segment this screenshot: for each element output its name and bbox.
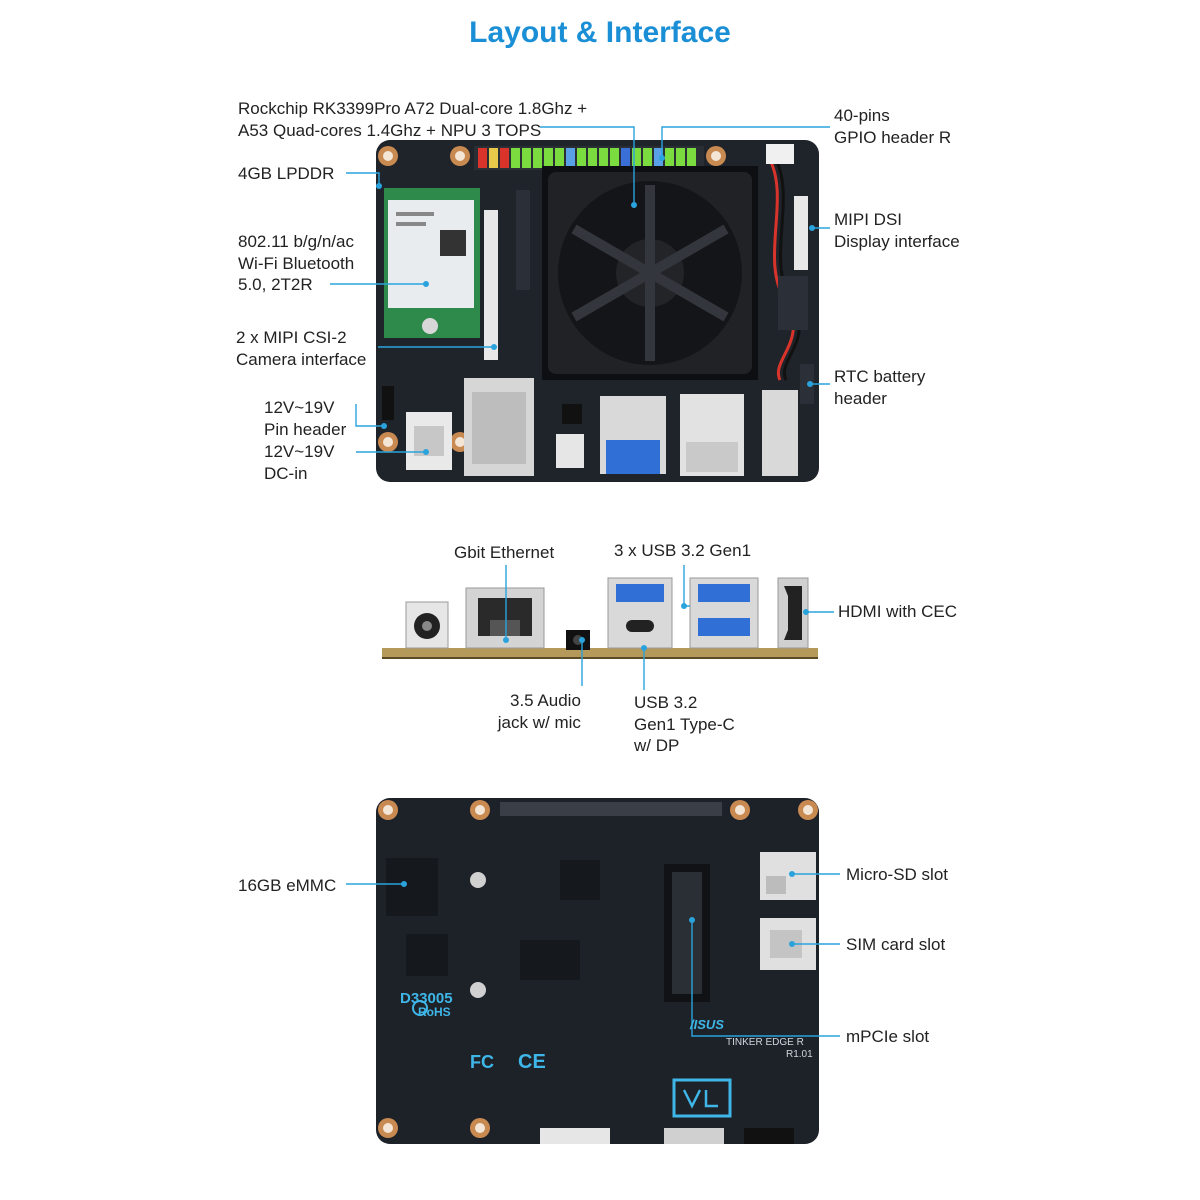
label-dsi: MIPI DSI Display interface (834, 210, 960, 251)
io-panel (382, 577, 818, 659)
silk-revision: R1.01 (786, 1049, 813, 1060)
silk-board-name: TINKER EDGE R (726, 1037, 804, 1048)
label-ethernet: Gbit Ethernet (454, 543, 555, 562)
label-audio: 3.5 Audio jack w/ mic (497, 691, 581, 732)
label-wifi: 802.11 b/g/n/ac Wi-Fi Bluetooth 5.0, 2T2… (238, 232, 355, 294)
label-hdmi: HDMI with CEC (838, 602, 958, 621)
label-micro-sd: Micro-SD slot (846, 865, 949, 884)
hdmi-port-front (777, 577, 809, 649)
label-csi: 2 x MIPI CSI-2 Camera interface (236, 328, 367, 369)
bottom-board: FC CE (376, 798, 819, 1144)
label-sim: SIM card slot (846, 935, 946, 954)
label-gpio: 40-pins GPIO header R (834, 106, 952, 147)
label-rtc: RTC battery header (834, 367, 926, 408)
silk-brand: /ISUS (690, 1017, 724, 1032)
bottom-leaders (346, 871, 840, 1037)
label-dc-in: 12V~19V DC-in (264, 442, 335, 483)
silk-rohs: RoHS (418, 1005, 451, 1019)
usb-stack-front (607, 577, 759, 649)
svg-text:CE: CE (518, 1051, 546, 1073)
audio-jack-front (566, 630, 590, 650)
label-mpcie: mPCIe slot (846, 1027, 930, 1046)
mounting-holes-top (378, 146, 726, 452)
top-leaders (330, 126, 830, 455)
io-leaders (503, 565, 834, 690)
label-typec: USB 3.2 Gen1 Type-C w/ DP (634, 693, 735, 755)
wifi-module (384, 188, 480, 338)
top-board (376, 140, 819, 482)
label-pin-header: 12V~19V Pin header (264, 398, 347, 439)
cooling-fan (542, 166, 758, 380)
silk-model-code: D33005 (400, 990, 453, 1007)
svg-text:FC: FC (470, 1052, 494, 1072)
label-usb3: 3 x USB 3.2 Gen1 (614, 541, 752, 560)
label-soc: Rockchip RK3399Pro A72 Dual-core 1.8Ghz … (238, 99, 588, 140)
mounting-holes-bottom (378, 800, 818, 1138)
label-ram: 4GB LPDDR (238, 164, 335, 183)
label-emmc: 16GB eMMC (238, 876, 337, 895)
dc-jack-front (405, 601, 449, 649)
page-title: Layout & Interface (469, 16, 731, 49)
